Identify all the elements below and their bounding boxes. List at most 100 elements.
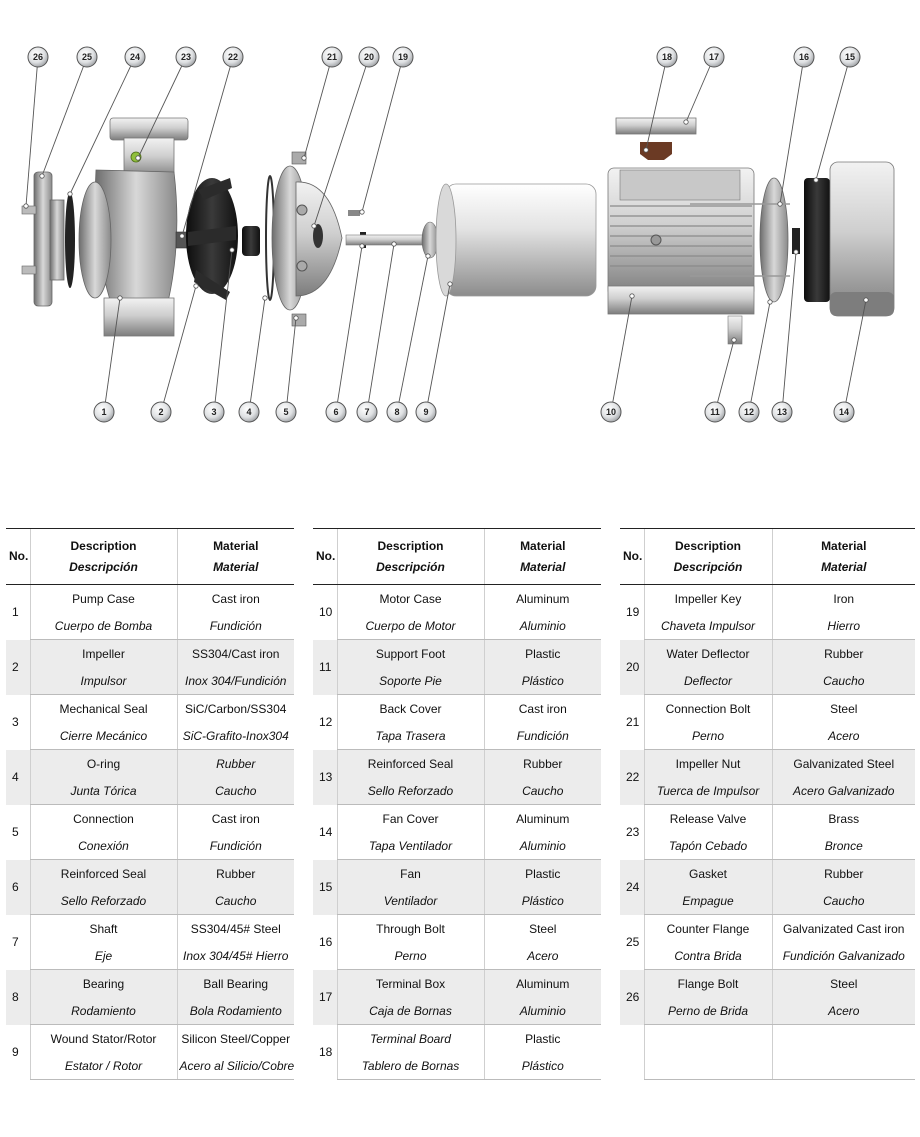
part-number: 15 [313, 859, 337, 915]
callout-bubble [325, 401, 347, 423]
callout-number: 24 [130, 52, 140, 62]
part-description-en: Bearing [29, 969, 177, 997]
part-description-es: Perno [643, 722, 772, 750]
part-number: 5 [12, 825, 19, 839]
part-material-es: Bola Rodamiento [176, 997, 294, 1025]
part-number: 23 [626, 825, 640, 839]
leader-line-16 [779, 56, 805, 205]
callout-bubble [275, 401, 297, 423]
leader-line-6 [335, 245, 363, 413]
callout-bubble [839, 46, 861, 68]
leader-dot-24 [67, 191, 73, 197]
part-description-en: Connection [29, 804, 177, 832]
callout-20: 20 [358, 46, 380, 68]
part-number: 7 [12, 935, 19, 949]
part-description-en: Water Deflector [643, 639, 772, 667]
water-deflector-part [313, 224, 323, 248]
back-cover-part [690, 177, 790, 303]
part-material-es: Hierro [771, 612, 915, 640]
callout-bubble [386, 401, 408, 423]
callout-bubble [27, 46, 49, 68]
part-material-en: Galvanizated Cast iron [771, 914, 915, 942]
part-number: 26 [620, 969, 644, 1025]
callout-14: 14 [833, 401, 855, 423]
part-material-en: Rubber [771, 639, 915, 667]
leader-dot-8 [425, 253, 431, 259]
mechanical-seal-part [242, 226, 260, 256]
part-number: 13 [313, 749, 337, 805]
callout-bubble [358, 46, 380, 68]
part-description-en: Shaft [29, 914, 177, 942]
part-description-en: Gasket [643, 859, 772, 887]
leader-line-5 [285, 317, 297, 413]
terminal-box-part [615, 117, 697, 135]
leader-line-23 [137, 56, 187, 159]
header-no: No. [313, 528, 337, 585]
leader-dot-21 [301, 155, 307, 161]
part-number: 14 [319, 825, 333, 839]
callout-25: 25 [76, 46, 98, 68]
header-description-en: Description [377, 538, 444, 553]
callout-number: 1 [101, 407, 106, 417]
part-description-es: Deflector [643, 667, 772, 695]
part-description-en: Through Bolt [336, 914, 484, 942]
leader-line-25 [41, 56, 88, 177]
header-material-en: Material [520, 538, 566, 553]
table-row-spanish [620, 1052, 915, 1080]
pump-case-part [78, 117, 189, 337]
callout-bubble [833, 401, 855, 423]
header-description-en: Description [674, 538, 741, 553]
part-material-en: Aluminum [483, 804, 601, 832]
part-material-es: Plástico [483, 667, 601, 695]
leader-dot-12 [767, 299, 773, 305]
callout-bubble [238, 401, 260, 423]
part-number: 4 [6, 749, 30, 805]
part-description-es: Contra Brida [643, 942, 772, 970]
callout-number: 20 [364, 52, 374, 62]
callout-number: 26 [33, 52, 43, 62]
callout-9: 9 [415, 401, 437, 423]
callout-23: 23 [175, 46, 197, 68]
leader-dot-14 [863, 297, 869, 303]
part-material-en: Aluminum [483, 969, 601, 997]
callout-7: 7 [356, 401, 378, 423]
callout-bubble [703, 46, 725, 68]
part-number: 21 [626, 715, 640, 729]
callout-12: 12 [738, 401, 760, 423]
part-description-es: Eje [29, 942, 177, 970]
part-material-es: Fundición [483, 722, 601, 750]
callout-number: 2 [158, 407, 163, 417]
part-material-es: Bronce [771, 832, 915, 860]
header-description-en: Description [70, 538, 137, 553]
flange-bolt-part [21, 205, 37, 275]
part-material-en: Plastic [483, 639, 601, 667]
support-foot-part [727, 315, 743, 345]
part-material-es: SiC-Grafito-Inox304 [176, 722, 294, 750]
leader-line-24 [69, 56, 136, 195]
part-description-es: Conexión [29, 832, 177, 860]
part-description-en: Terminal Box [336, 969, 484, 997]
callout-5: 5 [275, 401, 297, 423]
callout-10: 10 [600, 401, 622, 423]
fan-cover-part [829, 161, 895, 317]
part-number: 10 [319, 605, 333, 620]
part-description-es: Sello Reforzado [29, 887, 177, 915]
leader-dot-7 [391, 241, 397, 247]
